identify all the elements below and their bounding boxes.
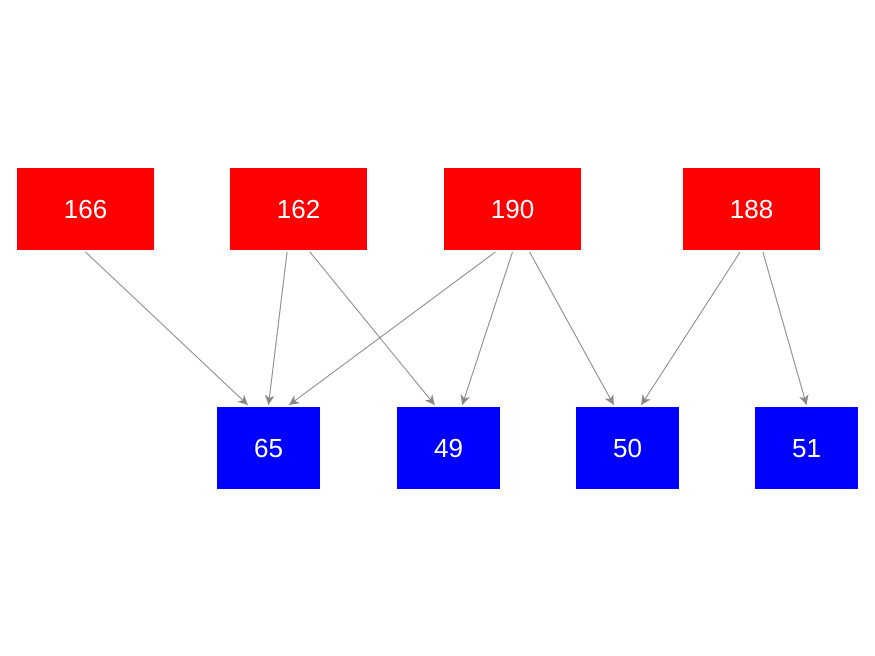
edge-t188-to-b51 xyxy=(762,251,809,406)
node-label: 166 xyxy=(63,193,108,224)
edge-t190-to-b49 xyxy=(460,251,513,406)
node-166: 166 xyxy=(17,168,154,250)
edge-t162-to-b65 xyxy=(264,251,288,406)
edge-t190-to-b50 xyxy=(529,251,615,406)
edge-t188-to-b50 xyxy=(640,251,741,406)
edge-t162-to-b49 xyxy=(309,251,436,406)
node-label: 50 xyxy=(613,432,642,463)
node-49: 49 xyxy=(397,407,500,489)
node-51: 51 xyxy=(755,407,858,489)
edge-layer xyxy=(85,251,809,406)
node-50: 50 xyxy=(576,407,679,489)
edge-t166-to-b65 xyxy=(85,251,249,406)
edge-t190-to-b65 xyxy=(288,251,496,406)
node-190: 190 xyxy=(444,168,581,250)
node-188: 188 xyxy=(683,168,820,250)
node-label: 188 xyxy=(729,193,774,224)
node-65: 65 xyxy=(217,407,320,489)
node-162: 162 xyxy=(230,168,367,250)
node-label: 162 xyxy=(276,193,321,224)
node-label: 65 xyxy=(254,432,283,463)
node-label: 49 xyxy=(434,432,463,463)
node-label: 51 xyxy=(792,432,821,463)
node-label: 190 xyxy=(490,193,535,224)
